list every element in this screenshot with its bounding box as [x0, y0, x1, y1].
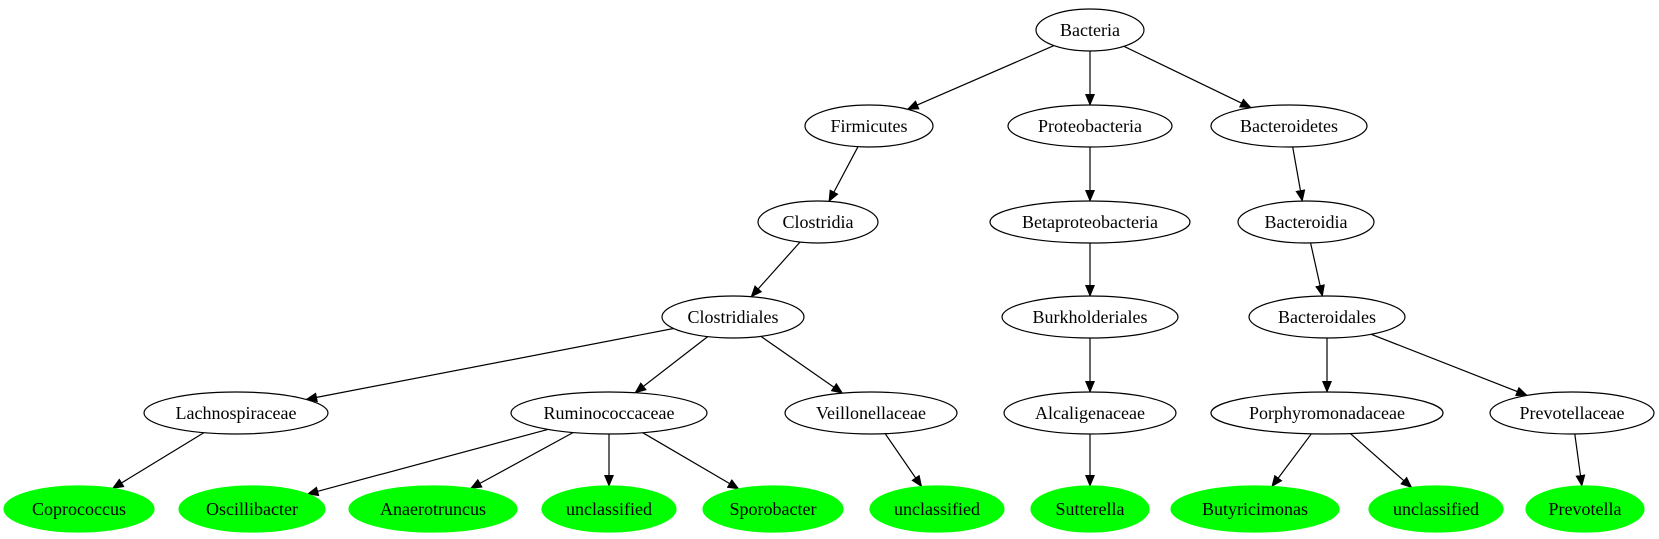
node-proteobacteria: Proteobacteria	[1007, 104, 1173, 148]
node-sporobacter: Sporobacter	[702, 485, 844, 533]
node-label: Burkholderiales	[1033, 307, 1148, 327]
edge-clostridiales-to-veillonellaceae	[760, 335, 844, 394]
edge-bacteroidales-to-prevotellaceae	[1370, 333, 1529, 397]
edge-porphyromonadaceae-to-butyricimonas	[1271, 433, 1312, 488]
node-burkholderiales: Burkholderiales	[1001, 295, 1179, 339]
node-label: Oscillibacter	[206, 499, 298, 519]
node-ellipse	[1237, 200, 1375, 244]
node-label: Bacteroidales	[1278, 307, 1376, 327]
node-label: Sutterella	[1056, 499, 1125, 519]
node-clostridia: Clostridia	[757, 200, 879, 244]
node-ellipse	[3, 485, 155, 533]
node-ellipse	[1030, 485, 1150, 533]
node-label: Bacteroidetes	[1240, 116, 1338, 136]
node-label: Bacteria	[1060, 20, 1120, 40]
node-label: Prevotella	[1549, 499, 1622, 519]
edge-ruminococcaceae-to-anaerotruncus	[469, 431, 574, 489]
node-coprococcus: Coprococcus	[3, 485, 155, 533]
node-ellipse	[804, 104, 934, 148]
node-label: unclassified	[1393, 499, 1479, 519]
node-label: unclassified	[566, 499, 652, 519]
node-ellipse	[989, 200, 1191, 244]
node-ellipse	[757, 200, 879, 244]
edge-clostridiales-to-lachnospiraceae	[305, 327, 674, 403]
node-label: unclassified	[894, 499, 980, 519]
node-ellipse	[143, 391, 329, 435]
edge-bacteroidia-to-bacteroidales	[1310, 242, 1325, 297]
node-ellipse	[178, 485, 326, 533]
edge-bacteria-to-bacteroidetes	[1123, 45, 1252, 109]
node-bacteroidetes: Bacteroidetes	[1210, 104, 1368, 148]
node-ellipse	[1007, 104, 1173, 148]
node-label: Ruminococcaceae	[544, 403, 675, 423]
node-alcaligenaceae: Alcaligenaceae	[1003, 391, 1177, 435]
node-label: Anaerotruncus	[380, 499, 486, 519]
node-label: Prevotellaceae	[1520, 403, 1625, 423]
edge-veillonellaceae-to-unclassified-veillo	[884, 433, 923, 488]
node-clostridiales: Clostridiales	[661, 295, 805, 339]
node-label: Lachnospiraceae	[176, 403, 297, 423]
node-ellipse	[1248, 295, 1406, 339]
edge-clostridia-to-clostridiales	[750, 241, 801, 298]
node-prevotella: Prevotella	[1525, 485, 1645, 533]
node-label: Bacteroidia	[1265, 212, 1348, 232]
edge-ruminococcaceae-to-sporobacter	[642, 432, 740, 490]
node-ellipse	[784, 391, 958, 435]
node-ellipse	[1525, 485, 1645, 533]
node-ellipse	[869, 485, 1005, 533]
node-ellipse	[702, 485, 844, 533]
node-sutterella: Sutterella	[1030, 485, 1150, 533]
edge-porphyromonadaceae-to-unclassified-porphyro	[1350, 433, 1413, 489]
node-ellipse	[510, 391, 708, 435]
node-butyricimonas: Butyricimonas	[1170, 485, 1340, 533]
edge-bacteria-to-firmicutes	[906, 45, 1055, 110]
node-firmicutes: Firmicutes	[804, 104, 934, 148]
node-unclassified-porphyro: unclassified	[1368, 485, 1504, 533]
node-unclassified-veillo: unclassified	[869, 485, 1005, 533]
node-label: Clostridia	[783, 212, 854, 232]
edge-prevotellaceae-to-prevotella	[1574, 433, 1586, 487]
node-anaerotruncus: Anaerotruncus	[348, 485, 518, 533]
node-ellipse	[1210, 391, 1444, 435]
edge-lachnospiraceae-to-coprococcus	[111, 432, 205, 489]
edge-bacteroidetes-to-bacteroidia	[1292, 146, 1306, 202]
edges-layer	[111, 45, 1586, 497]
node-ellipse	[1368, 485, 1504, 533]
node-ellipse	[1170, 485, 1340, 533]
node-unclassified-rumino: unclassified	[541, 485, 677, 533]
node-label: Butyricimonas	[1202, 499, 1308, 519]
node-ruminococcaceae: Ruminococcaceae	[510, 391, 708, 435]
node-label: Porphyromonadaceae	[1249, 403, 1405, 423]
node-lachnospiraceae: Lachnospiraceae	[143, 391, 329, 435]
node-ellipse	[1001, 295, 1179, 339]
node-label: Clostridiales	[688, 307, 779, 327]
node-ellipse	[1489, 391, 1655, 435]
node-ellipse	[1210, 104, 1368, 148]
node-ellipse	[348, 485, 518, 533]
node-label: Alcaligenaceae	[1035, 403, 1145, 423]
node-ellipse	[1003, 391, 1177, 435]
edge-clostridiales-to-ruminococcaceae	[634, 336, 709, 394]
node-ellipse	[1035, 8, 1145, 52]
node-label: Sporobacter	[730, 499, 817, 519]
node-betaproteobacteria: Betaproteobacteria	[989, 200, 1191, 244]
node-bacteroidales: Bacteroidales	[1248, 295, 1406, 339]
node-bacteria: Bacteria	[1035, 8, 1145, 52]
node-veillonellaceae: Veillonellaceae	[784, 391, 958, 435]
node-oscillibacter: Oscillibacter	[178, 485, 326, 533]
node-label: Betaproteobacteria	[1022, 212, 1158, 232]
node-label: Proteobacteria	[1038, 116, 1142, 136]
node-ellipse	[541, 485, 677, 533]
node-label: Coprococcus	[32, 499, 126, 519]
node-label: Veillonellaceae	[816, 403, 926, 423]
node-prevotellaceae: Prevotellaceae	[1489, 391, 1655, 435]
node-porphyromonadaceae: Porphyromonadaceae	[1210, 391, 1444, 435]
edge-ruminococcaceae-to-oscillibacter	[306, 428, 549, 497]
node-ellipse	[661, 295, 805, 339]
node-label: Firmicutes	[831, 116, 908, 136]
edge-firmicutes-to-clostridia	[828, 146, 859, 203]
node-bacteroidia: Bacteroidia	[1237, 200, 1375, 244]
